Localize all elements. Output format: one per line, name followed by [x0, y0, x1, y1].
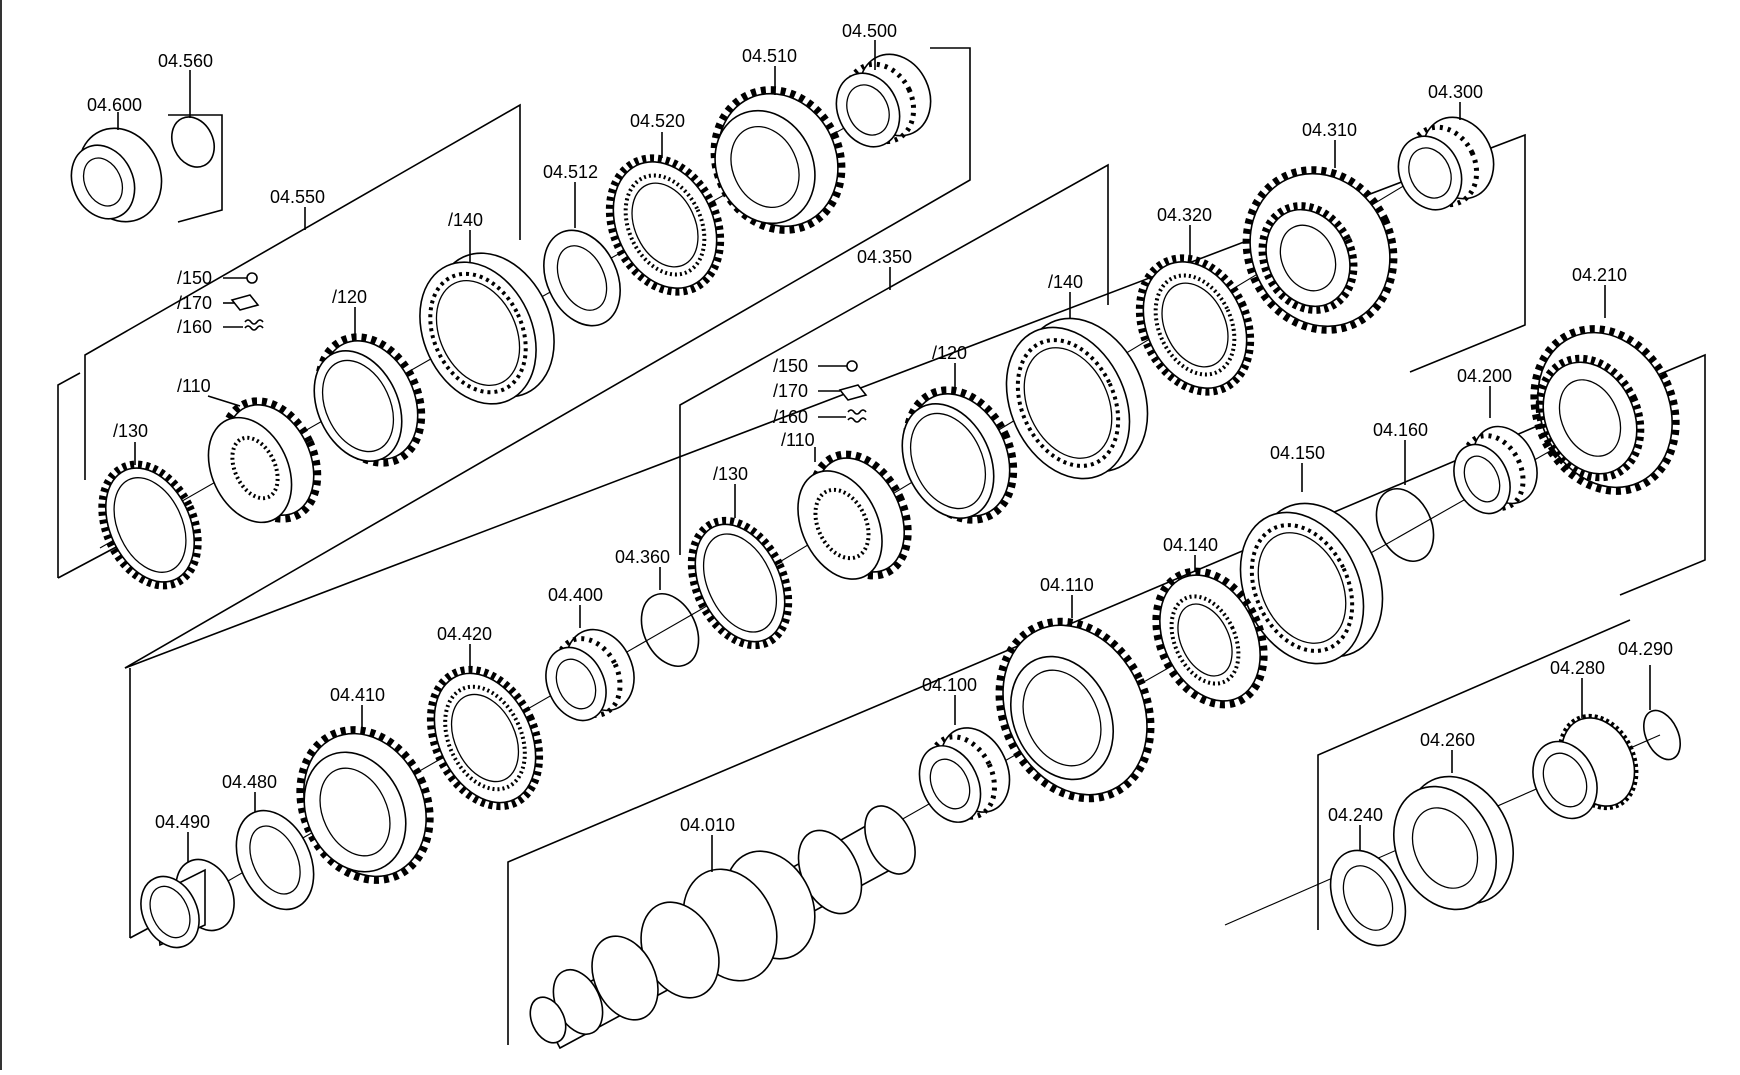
part-04-240 — [1329, 849, 1407, 947]
part-04-400 — [545, 628, 635, 722]
label-04-490: 04.490 — [155, 812, 210, 832]
label-04-410: 04.410 — [330, 685, 385, 705]
part-04-110 — [995, 617, 1155, 803]
part-04-512 — [543, 229, 621, 327]
label-04-300: 04.300 — [1428, 82, 1483, 102]
label-04-210: 04.210 — [1572, 265, 1627, 285]
part-04-210 — [1530, 325, 1680, 495]
label-04-600: 04.600 — [87, 95, 142, 115]
bracket-04-550-left — [57, 372, 81, 578]
label-04-500: 04.500 — [842, 21, 897, 41]
label-a170: /170 — [177, 293, 212, 313]
label-b150: /150 — [773, 356, 808, 376]
part-04-290 — [1643, 709, 1681, 761]
label-04-100: 04.100 — [922, 675, 977, 695]
part-b130 — [687, 516, 793, 650]
part-04-560 — [171, 116, 215, 168]
part-04-500 — [835, 53, 932, 148]
label-a110: /110 — [177, 376, 211, 396]
part-b120 — [901, 386, 1018, 524]
part-a150-170-160 — [230, 272, 264, 331]
label-04-512: 04.512 — [543, 162, 598, 182]
label-a130: /130 — [113, 421, 148, 441]
label-a120: /120 — [332, 287, 367, 307]
part-04-420 — [426, 665, 544, 811]
label-04-360: 04.360 — [615, 547, 670, 567]
label-a140: /140 — [448, 210, 483, 230]
label-04-320: 04.320 — [1157, 205, 1212, 225]
part-a120 — [313, 333, 426, 467]
part-04-200 — [1453, 425, 1538, 515]
label-04-520: 04.520 — [630, 111, 685, 131]
part-04-520 — [605, 154, 725, 296]
part-b140 — [1005, 317, 1149, 480]
part-04-150 — [1239, 502, 1384, 665]
part-b150-170-160 — [838, 360, 868, 423]
label-a150: /150 — [177, 268, 212, 288]
label-b160: /160 — [773, 407, 808, 427]
label-04-140: 04.140 — [1163, 535, 1218, 555]
bracket-upper-long — [124, 47, 971, 669]
label-04-550: 04.550 — [270, 187, 325, 207]
label-04-200: 04.200 — [1457, 366, 1512, 386]
label-b120: /120 — [932, 343, 967, 363]
part-04-360 — [640, 593, 700, 667]
label-04-010: 04.010 — [680, 815, 735, 835]
label-04-310: 04.310 — [1302, 120, 1357, 140]
label-04-110: 04.110 — [1040, 575, 1094, 595]
label-04-160: 04.160 — [1373, 420, 1428, 440]
part-04-010 — [529, 805, 916, 1050]
bracket-04-300 — [124, 133, 1526, 669]
label-04-240: 04.240 — [1328, 805, 1383, 825]
label-b130: /130 — [713, 464, 748, 484]
part-04-140 — [1152, 567, 1268, 709]
part-b110 — [797, 450, 912, 580]
brackets — [57, 47, 1706, 1045]
label-b140: /140 — [1048, 272, 1083, 292]
part-04-480 — [235, 809, 315, 911]
label-04-280: 04.280 — [1550, 658, 1605, 678]
label-04-560: 04.560 — [158, 51, 213, 71]
part-04-510 — [710, 86, 846, 234]
part-04-600 — [70, 127, 163, 223]
label-04-480: 04.480 — [222, 772, 277, 792]
parts — [70, 53, 1681, 1050]
label-b170: /170 — [773, 381, 808, 401]
part-04-160 — [1375, 488, 1435, 562]
part-04-410 — [296, 726, 434, 884]
label-a160: /160 — [177, 317, 212, 337]
label-04-290: 04.290 — [1618, 639, 1673, 659]
label-04-150: 04.150 — [1270, 443, 1325, 463]
part-a130 — [98, 460, 202, 590]
bracket-04-550-bottom — [57, 544, 121, 579]
label-04-400: 04.400 — [548, 585, 603, 605]
label-04-420: 04.420 — [437, 624, 492, 644]
label-04-510: 04.510 — [742, 46, 797, 66]
bracket-04-350 — [679, 163, 1109, 555]
bracket-04-290 — [1317, 619, 1631, 930]
part-labels: 04.600 04.560 04.550 04.512 04.520 04.51… — [87, 21, 1673, 835]
bracket-04-600 — [168, 114, 223, 223]
part-04-260 — [1392, 775, 1515, 911]
part-04-100 — [918, 727, 1011, 823]
part-a140 — [419, 252, 555, 405]
leader-a110 — [207, 395, 241, 407]
label-04-260: 04.260 — [1420, 730, 1475, 750]
part-04-320 — [1135, 254, 1255, 396]
part-04-280 — [1532, 713, 1639, 820]
part-a110 — [207, 397, 322, 524]
bracket-04-550-top — [84, 103, 521, 480]
leader-lines — [117, 40, 1651, 872]
part-04-310 — [1242, 166, 1398, 334]
bracket-04-210 — [507, 353, 1706, 1045]
label-04-350: 04.350 — [857, 247, 912, 267]
label-b110: /110 — [781, 430, 815, 450]
part-04-300 — [1397, 116, 1495, 211]
part-04-490 — [140, 858, 235, 949]
